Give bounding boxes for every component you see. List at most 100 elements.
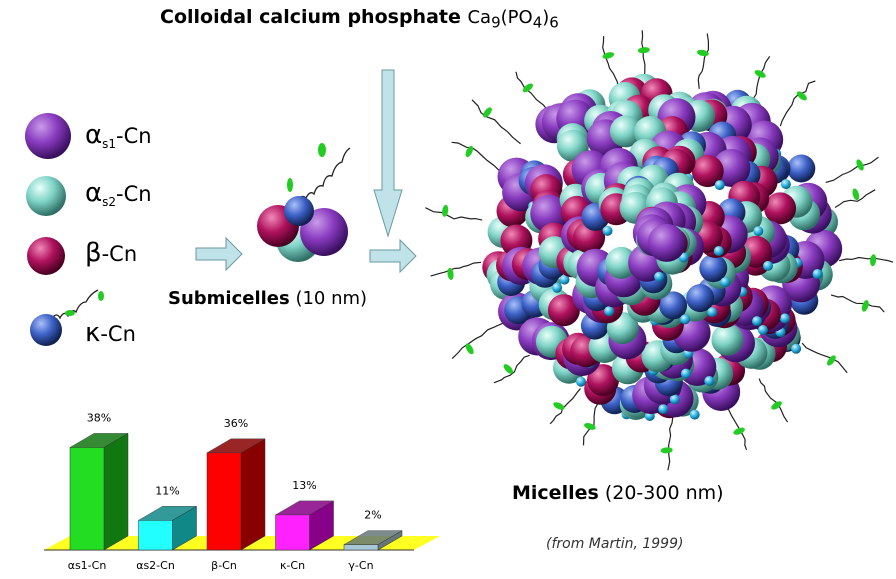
- glycan-icon: [584, 423, 596, 430]
- glycan-icon: [442, 204, 449, 217]
- calcium-phosphate-nanocluster: [707, 307, 718, 318]
- casein-sphere: [699, 254, 728, 283]
- glycan-icon: [733, 427, 745, 435]
- calcium-phosphate-nanocluster: [779, 313, 790, 324]
- calcium-phosphate-nanocluster: [689, 409, 700, 420]
- glycan-icon: [796, 91, 807, 101]
- glycan-icon: [465, 145, 474, 158]
- casein-sphere: [647, 223, 686, 262]
- kappa-casein-hair: [839, 256, 894, 263]
- bar-side: [103, 432, 129, 551]
- calcium-phosphate-nanocluster: [576, 376, 586, 387]
- casein-fraction-bar-chart: 38% αs1-Cn 11% αs2-Cn 36% β-Cn 13% κ-Cn 2% γ-Cn: [44, 411, 440, 572]
- calcium-phosphate-nanocluster: [812, 269, 823, 279]
- kappa-casein-hair: [834, 189, 876, 209]
- calcium-phosphate-nanocluster: [658, 404, 669, 415]
- alpha-s1-sphere-icon: [25, 113, 71, 159]
- casein-sphere: [587, 364, 619, 397]
- calcium-phosphate-nanocluster: [669, 394, 680, 405]
- glycan-icon: [660, 447, 673, 454]
- bar: [206, 452, 242, 551]
- glycan-icon: [553, 402, 565, 410]
- kappa-casein-hair: [493, 354, 530, 384]
- kappa-sphere-icon: [30, 289, 104, 346]
- right-arrow-icon: [195, 236, 243, 272]
- kappa-casein-hair: [830, 294, 885, 313]
- data-label: 2%: [364, 509, 381, 522]
- submicelles-label: Submicelles (10 nm): [168, 288, 368, 309]
- casein-sphere: [764, 192, 797, 225]
- glycan-icon: [483, 107, 492, 118]
- kappa-casein-hair: [825, 156, 879, 184]
- alpha-s2-sphere-icon: [26, 176, 66, 216]
- tick-label: γ-Cn: [348, 559, 373, 572]
- calcium-phosphate-nanocluster: [559, 274, 570, 285]
- glycan-icon: [522, 83, 534, 93]
- kappa-casein-hair: [779, 80, 816, 127]
- casein-sphere: [605, 246, 638, 279]
- bar: [69, 447, 105, 551]
- tick-label: αs2-Cn: [136, 559, 175, 572]
- legend-label-alpha-s2: αs2-Cn: [85, 178, 152, 210]
- glycan-icon: [637, 47, 650, 54]
- casein-sphere: [787, 154, 816, 183]
- calcium-phosphate-nanocluster: [763, 260, 773, 271]
- calcium-phosphate-nanocluster: [680, 314, 691, 325]
- kappa-casein-hair: [451, 141, 501, 172]
- beta-sphere-icon: [27, 237, 65, 275]
- data-label: 11%: [155, 484, 179, 497]
- data-label: 38%: [87, 411, 111, 424]
- glycan-icon: [754, 70, 766, 78]
- glycan-icon: [503, 364, 514, 374]
- right-arrow-icon: [369, 238, 417, 274]
- glycan-icon: [856, 159, 864, 171]
- calcium-phosphate-nanocluster: [552, 282, 563, 293]
- micelles-label: Micelles (20-300 nm): [512, 482, 724, 504]
- calcium-phosphate-nanocluster: [757, 325, 768, 335]
- kappa-casein-hair: [451, 322, 504, 360]
- glycan-icon: [771, 401, 782, 410]
- submicelle-illustration: [257, 143, 351, 262]
- kappa-casein-hair: [602, 36, 619, 90]
- calcium-phosphate-nanocluster: [791, 343, 802, 354]
- calcium-phosphate-nanocluster: [654, 271, 665, 282]
- glycan-icon: [870, 254, 877, 267]
- tick-label: κ-Cn: [280, 559, 305, 572]
- data-label: 13%: [292, 479, 316, 492]
- calcium-phosphate-nanocluster: [752, 316, 762, 327]
- calcium-phosphate-nanocluster: [713, 246, 724, 256]
- kappa-casein-hair: [425, 207, 483, 221]
- bar: [343, 544, 379, 551]
- calcium-phosphate-nanocluster: [604, 306, 615, 317]
- kappa-casein-hair: [471, 99, 521, 145]
- glycan-icon: [465, 343, 474, 355]
- down-arrow-icon: [373, 69, 403, 238]
- micelle-illustration: [425, 30, 894, 471]
- legend-label-beta: β-Cn: [85, 238, 138, 268]
- glycan-icon: [861, 300, 869, 312]
- calcium-phosphate-nanocluster: [704, 376, 715, 386]
- calcium-phosphate-nanocluster: [753, 226, 764, 237]
- tick-label: β-Cn: [211, 559, 237, 572]
- casein-sphere: [711, 323, 744, 356]
- kappa-casein-hair: [697, 33, 709, 89]
- kappa-casein-hair: [515, 71, 554, 117]
- kappa-casein-hair: [801, 342, 848, 374]
- page-title: Colloidal calcium phosphate Ca9(PO4)6: [160, 6, 559, 32]
- formula: Ca9(PO4)6: [467, 7, 559, 32]
- calcium-phosphate-nanocluster: [780, 179, 791, 190]
- source-citation: (from Martin, 1999): [546, 536, 684, 552]
- glycan-icon: [602, 52, 615, 59]
- legend-label-kappa: κ-Cn: [85, 318, 136, 348]
- glycan-icon: [447, 267, 454, 280]
- casein-sphere: [691, 155, 724, 188]
- tick-label: αs1-Cn: [68, 559, 107, 572]
- data-label: 36%: [224, 417, 248, 430]
- bar: [275, 514, 310, 551]
- glycan-icon: [827, 355, 836, 366]
- kappa-casein-hair: [758, 378, 789, 423]
- calcium-phosphate-nanocluster: [680, 368, 691, 379]
- casein-sphere: [609, 115, 642, 148]
- kappa-casein-hair: [430, 261, 482, 277]
